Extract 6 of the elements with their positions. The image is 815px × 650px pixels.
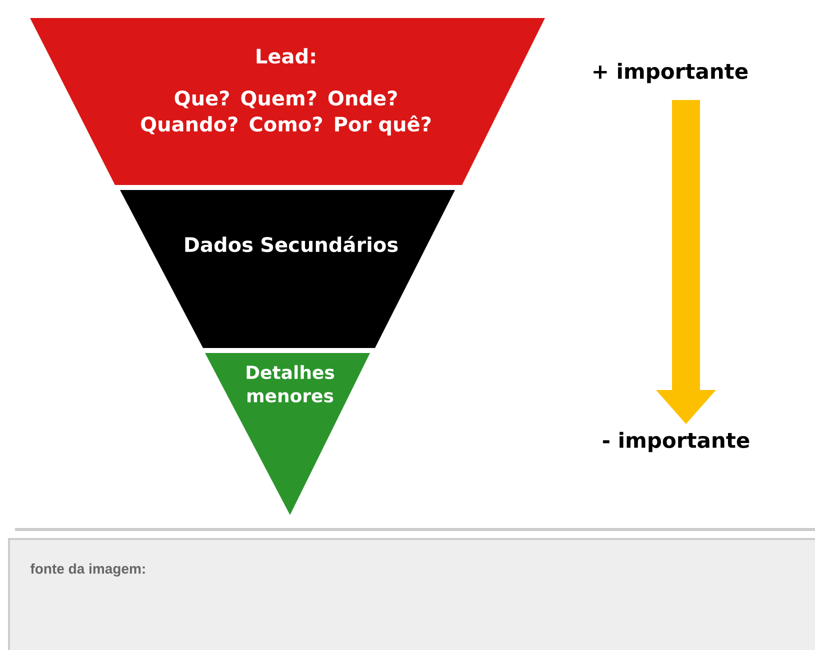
importance-label: + importante [594,62,748,84]
pyramid-level: Dados Secundários [120,190,455,348]
source-heading: fonte da imagem: [30,563,145,577]
pyramid-level: Detalhes menores [205,352,370,515]
pyramid-level: Lead: Que? Quem? Onde? Quando? Como? Por quê? [30,18,545,185]
importance-label: - importante [602,432,750,452]
